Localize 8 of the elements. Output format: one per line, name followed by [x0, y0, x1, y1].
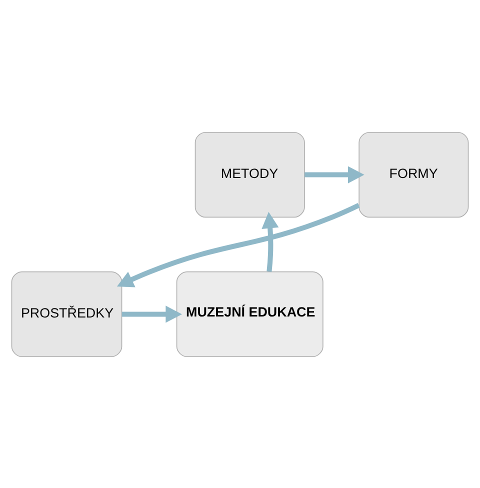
node-box: METODY [194, 131, 305, 218]
arrow [304, 166, 364, 183]
node-box: MUZEJNÍ EDUKACE [176, 270, 324, 357]
node-box: PROSTŘEDKY [11, 270, 122, 357]
arrow [262, 211, 279, 272]
arrow [116, 202, 360, 287]
node-box: FORMY [358, 131, 469, 218]
arrow [122, 305, 182, 322]
